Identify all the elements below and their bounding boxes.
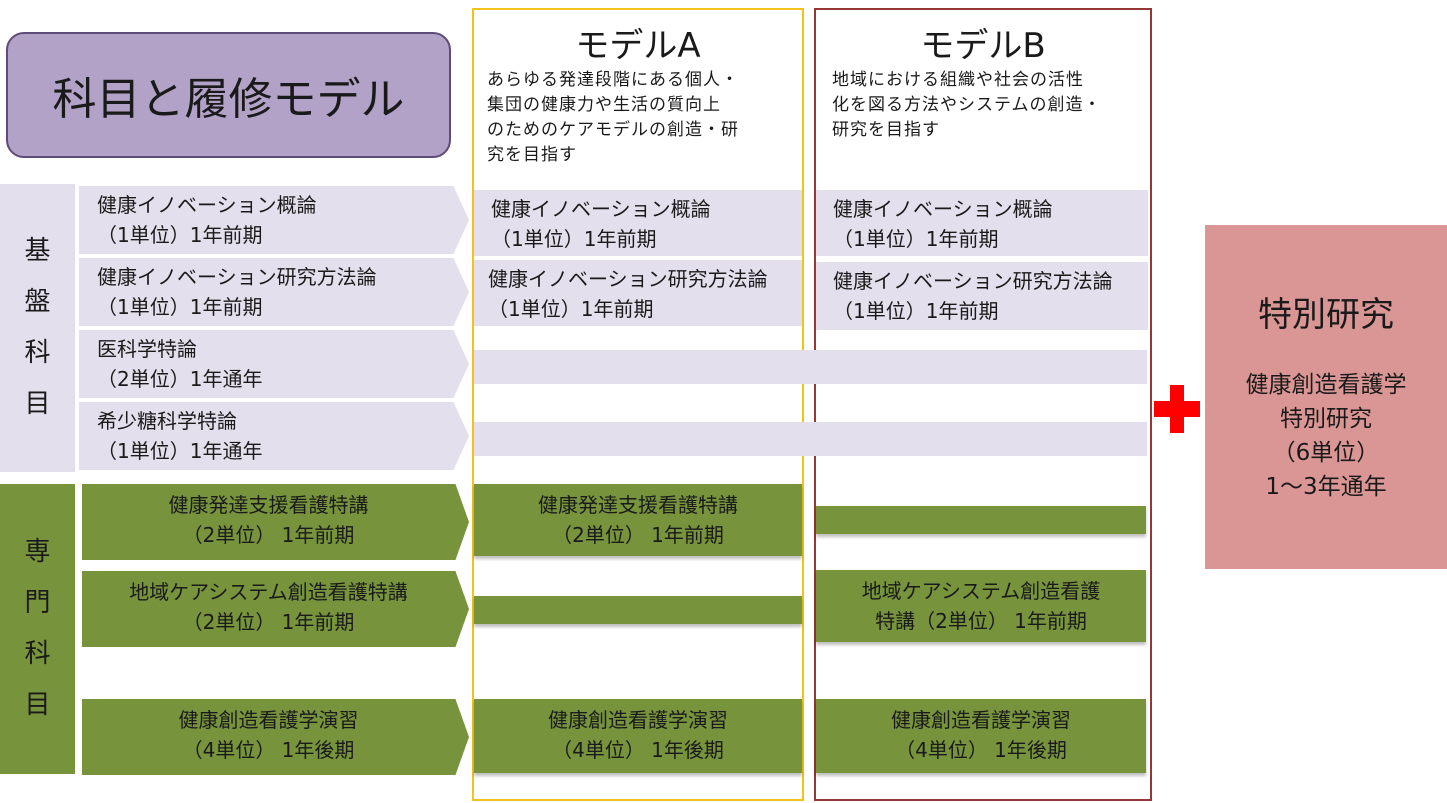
model-b-desc-line: 地域における組織や社会の活性 bbox=[832, 70, 1084, 90]
course-arrow: 健康発達支援看護特講 （2単位） 1年前期 bbox=[82, 484, 469, 560]
model-a-frame bbox=[472, 8, 804, 801]
elective-bar bbox=[474, 422, 1147, 456]
course-credit: （4単位） 1年後期 bbox=[552, 738, 724, 762]
model-b-course: 健康イノベーション概論 （1単位）1年前期 bbox=[816, 190, 1148, 256]
course-arrow: 健康イノベーション概論 （1単位）1年前期 bbox=[79, 186, 469, 254]
special-research-body: 健康創造看護学 特別研究 （6単位） 1～3年通年 bbox=[1205, 368, 1447, 504]
course-credit: （1単位）1年前期 bbox=[97, 223, 263, 247]
course-arrow: 地域ケアシステム創造看護特講 （2単位） 1年前期 bbox=[82, 571, 469, 647]
model-b-desc-line: 研究を目指す bbox=[832, 120, 940, 140]
course-credit: （2単位）1年通年 bbox=[97, 367, 263, 391]
model-a-description: あらゆる発達段階にある個人・ 集団の健康力や生活の質向上 のためのケアモデルの創… bbox=[487, 68, 797, 168]
model-a-title: モデルA bbox=[575, 26, 701, 66]
category-basic-char: 目 bbox=[24, 389, 51, 419]
course-name: 健康発達支援看護特講 bbox=[538, 493, 738, 517]
model-b-frame bbox=[814, 8, 1152, 801]
course-credit: （1単位）1年前期 bbox=[833, 299, 999, 323]
category-specialized-char: 目 bbox=[24, 690, 51, 720]
model-b-course: 地域ケアシステム創造看護 特講（2単位） 1年前期 bbox=[816, 570, 1146, 642]
page-title: 科目と履修モデル bbox=[6, 32, 451, 158]
category-specialized-char: 専 bbox=[24, 537, 51, 567]
course-arrow: 希少糖科学特論 （1単位）1年通年 bbox=[79, 402, 469, 470]
course-name: 健康創造看護学演習 bbox=[178, 708, 359, 732]
model-b-description: 地域における組織や社会の活性 化を図る方法やシステムの創造・ 研究を目指す bbox=[832, 68, 1148, 143]
category-specialized: 専 門 科 目 bbox=[0, 484, 75, 774]
special-research-line: （6単位） bbox=[1272, 440, 1380, 466]
course-name: 地域ケアシステム創造看護 bbox=[861, 579, 1101, 603]
model-b-empty-slot bbox=[816, 506, 1146, 534]
model-a-empty-slot bbox=[474, 596, 802, 624]
category-basic-char: 盤 bbox=[24, 287, 51, 317]
course-name: 健康イノベーション概論 bbox=[491, 197, 711, 221]
elective-bar bbox=[474, 350, 1147, 384]
model-b-course: 健康イノベーション研究方法論 （1単位）1年前期 bbox=[816, 262, 1148, 330]
course-name: 健康イノベーション概論 bbox=[97, 193, 317, 217]
category-basic: 基 盤 科 目 bbox=[0, 184, 75, 472]
course-credit: 特講（2単位） 1年前期 bbox=[875, 609, 1087, 633]
course-arrow: 医科学特論 （2単位）1年通年 bbox=[79, 330, 469, 398]
category-specialized-char: 門 bbox=[24, 588, 51, 618]
course-name: 希少糖科学特論 bbox=[97, 409, 237, 433]
model-a-course: 健康イノベーション研究方法論 （1単位）1年前期 bbox=[474, 260, 802, 326]
course-credit: （4単位） 1年後期 bbox=[182, 738, 355, 762]
course-name: 地域ケアシステム創造看護特講 bbox=[129, 580, 408, 604]
model-a-course: 健康創造看護学演習 （4単位） 1年後期 bbox=[474, 699, 802, 773]
model-a-course: 健康イノベーション概論 （1単位）1年前期 bbox=[474, 190, 802, 256]
course-credit: （1単位）1年前期 bbox=[491, 227, 657, 251]
course-credit: （2単位） 1年前期 bbox=[182, 610, 355, 634]
special-research-line: 1～3年通年 bbox=[1265, 474, 1387, 500]
special-research-box: 特別研究 健康創造看護学 特別研究 （6単位） 1～3年通年 bbox=[1205, 225, 1447, 569]
category-specialized-char: 科 bbox=[24, 639, 51, 669]
course-name: 医科学特論 bbox=[97, 337, 197, 361]
course-credit: （1単位）1年前期 bbox=[833, 227, 999, 251]
model-b-title: モデルB bbox=[920, 26, 1046, 66]
course-credit: （2単位） 1年前期 bbox=[182, 523, 355, 547]
course-name: 健康イノベーション研究方法論 bbox=[833, 269, 1113, 293]
course-credit: （1単位）1年前期 bbox=[97, 295, 263, 319]
course-arrow: 健康イノベーション研究方法論 （1単位）1年前期 bbox=[79, 258, 469, 326]
model-a-desc-line: 究を目指す bbox=[487, 145, 577, 165]
model-a-desc-line: 集団の健康力や生活の質向上 bbox=[487, 95, 721, 115]
course-credit: （1単位）1年通年 bbox=[97, 439, 263, 463]
course-credit: （4単位） 1年後期 bbox=[895, 738, 1067, 762]
model-a-desc-line: あらゆる発達段階にある個人・ bbox=[487, 70, 739, 90]
course-arrow: 健康創造看護学演習 （4単位） 1年後期 bbox=[82, 699, 469, 775]
model-a-desc-line: のためのケアモデルの創造・研 bbox=[487, 120, 739, 140]
course-name: 健康発達支援看護特講 bbox=[168, 493, 369, 517]
model-b-desc-line: 化を図る方法やシステムの創造・ bbox=[832, 95, 1102, 115]
model-b-course: 健康創造看護学演習 （4単位） 1年後期 bbox=[816, 699, 1146, 773]
course-credit: （1単位）1年前期 bbox=[488, 297, 654, 321]
course-name: 健康創造看護学演習 bbox=[891, 708, 1071, 732]
category-basic-char: 科 bbox=[24, 338, 51, 368]
course-name: 健康イノベーション研究方法論 bbox=[97, 265, 377, 289]
course-credit: （2単位） 1年前期 bbox=[552, 523, 724, 547]
course-name: 健康イノベーション研究方法論 bbox=[488, 267, 768, 291]
special-research-title: 特別研究 bbox=[1258, 295, 1394, 335]
course-name: 健康創造看護学演習 bbox=[548, 708, 728, 732]
special-research-line: 特別研究 bbox=[1280, 406, 1372, 432]
course-name: 健康イノベーション概論 bbox=[833, 197, 1053, 221]
model-a-course: 健康発達支援看護特講 （2単位） 1年前期 bbox=[474, 484, 802, 556]
category-basic-char: 基 bbox=[24, 236, 51, 266]
plus-icon bbox=[1154, 401, 1200, 417]
special-research-line: 健康創造看護学 bbox=[1245, 372, 1407, 398]
